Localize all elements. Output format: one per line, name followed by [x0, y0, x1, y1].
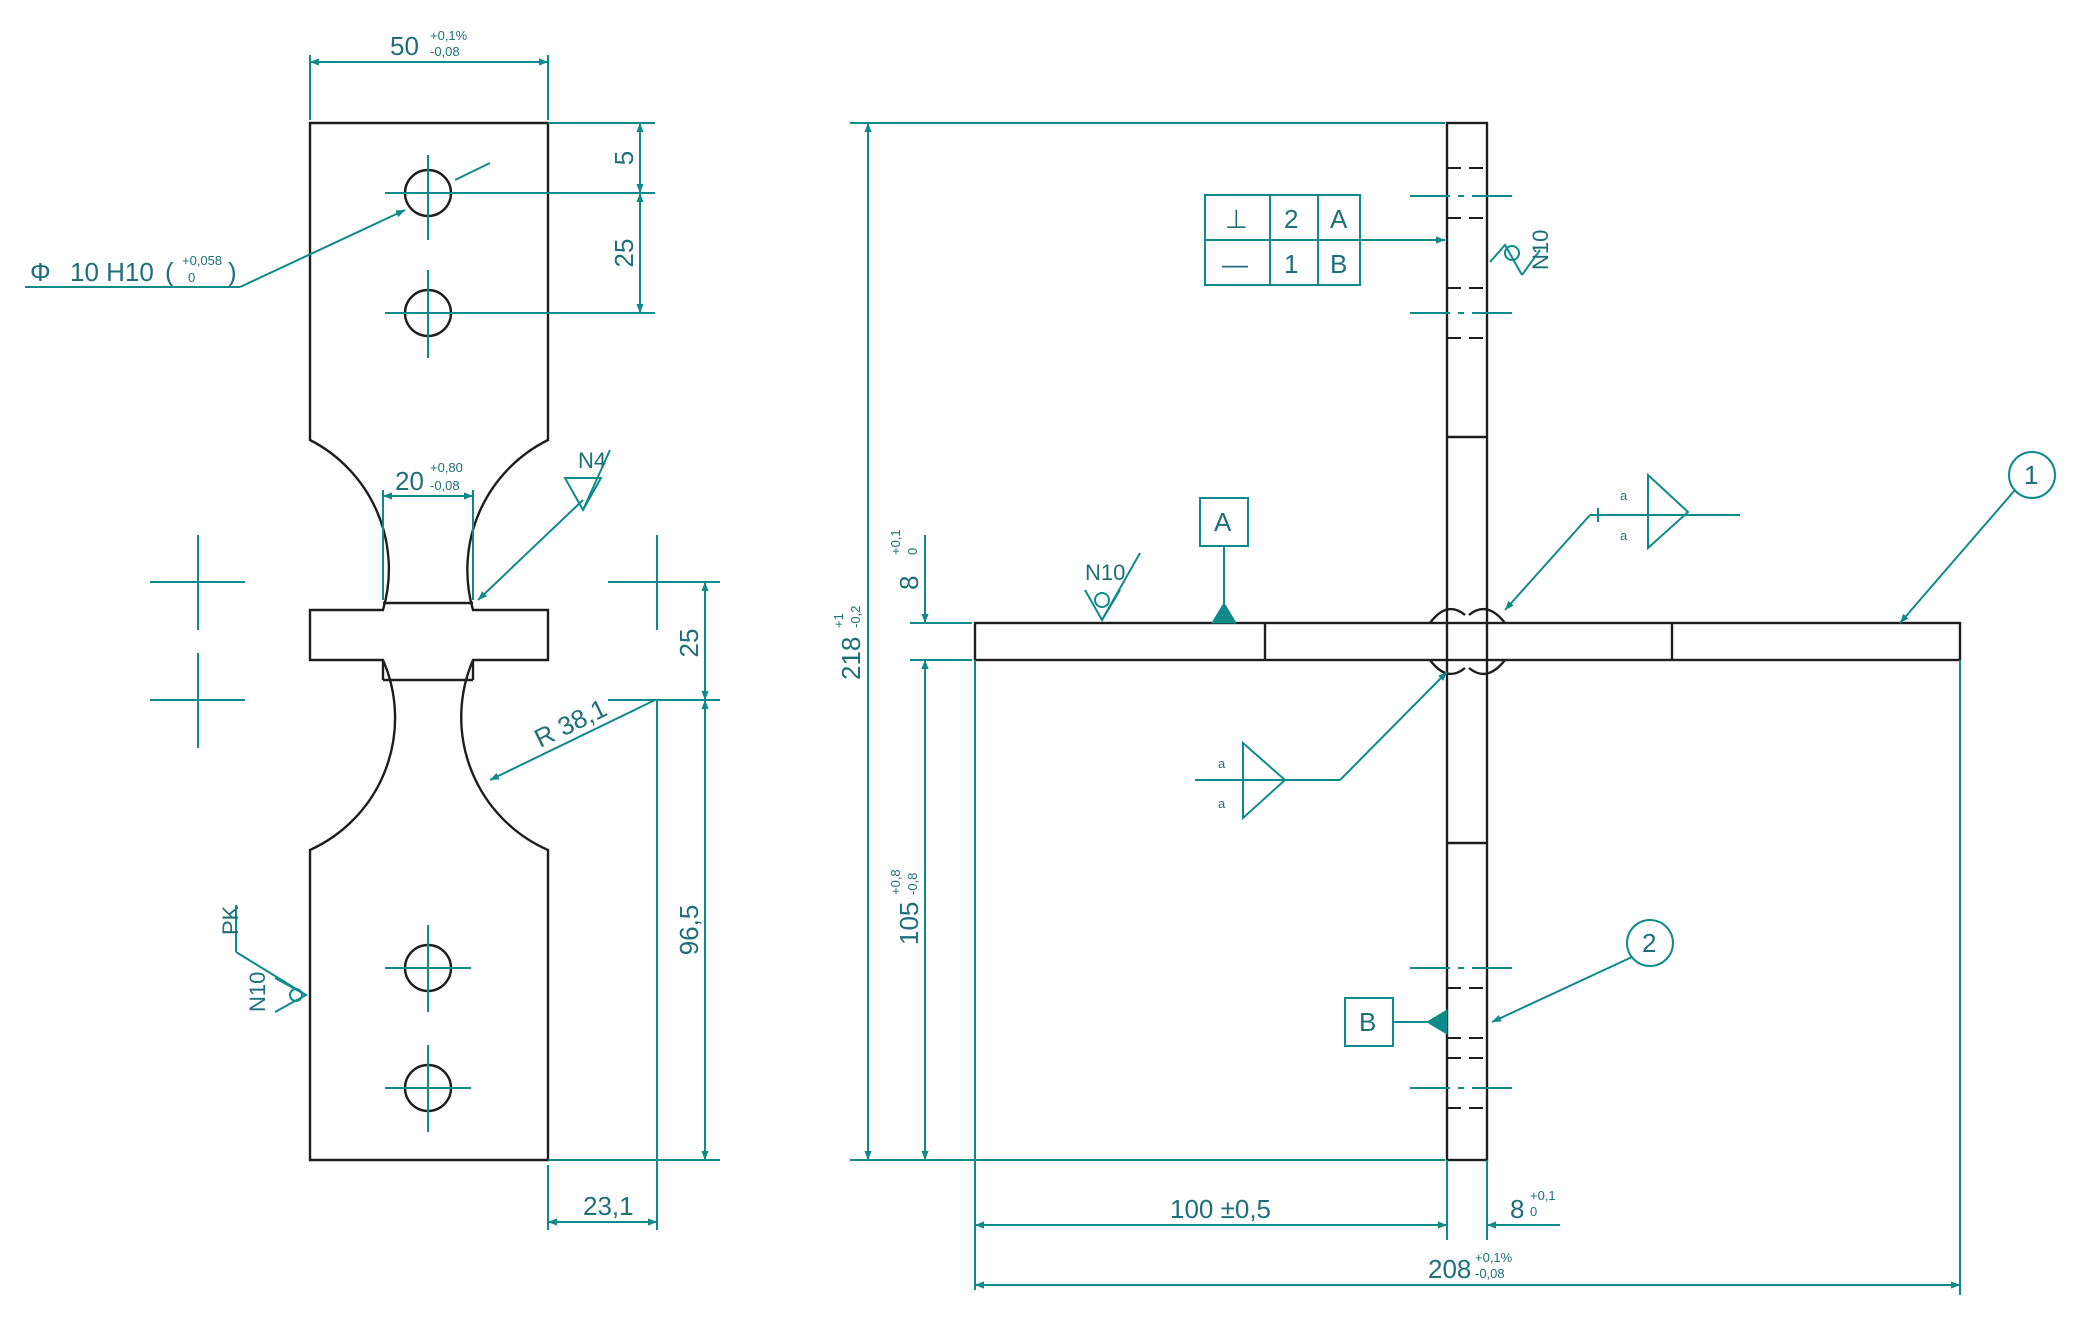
hole-callout: Φ 10 H10 ( +0,058 0 ) [25, 162, 491, 288]
lower-height-dimension: 105 +0,8 -0,8 [888, 660, 929, 1160]
web-center-lines [1410, 195, 1520, 1089]
svg-text:N10: N10 [1528, 230, 1553, 270]
surface-finish-n4: N4 [477, 448, 611, 601]
svg-text:96,5: 96,5 [674, 905, 704, 956]
svg-text:): ) [228, 257, 237, 287]
svg-text:100 ±0,5: 100 ±0,5 [1170, 1194, 1271, 1224]
balloon-1: 1 [1899, 451, 2056, 624]
svg-text:1: 1 [1284, 249, 1298, 279]
svg-text:a: a [1218, 756, 1226, 771]
svg-text:—: — [1222, 249, 1248, 279]
svg-text:0: 0 [188, 270, 195, 285]
right-view: 218 +1 -0,2 8 +0,1 0 105 +0,8 -0,8 [831, 121, 2056, 1295]
svg-text:N4: N4 [578, 448, 606, 473]
gap-dimension: 23,1 [547, 700, 658, 1230]
hole [385, 270, 471, 358]
svg-text:N10: N10 [1085, 560, 1125, 585]
svg-text:8: 8 [1510, 1194, 1524, 1224]
svg-text:2: 2 [1284, 204, 1298, 234]
svg-text:R 38,1: R 38,1 [529, 693, 611, 754]
svg-text:a: a [1218, 796, 1226, 811]
svg-text:A: A [1214, 507, 1232, 537]
svg-text:-0,2: -0,2 [848, 606, 863, 628]
flange-thickness-dimension: 8 +0,1 0 [888, 529, 972, 700]
svg-text:+0,1: +0,1 [1530, 1188, 1556, 1203]
left-view: 50 +0,1% -0,08 5 25 Φ 10 H10 ( +0,058 0 … [25, 28, 720, 1230]
svg-text:a: a [1620, 488, 1628, 503]
web-plate [1445, 121, 1489, 1162]
svg-text:105: 105 [894, 902, 924, 945]
svg-text:-0,08: -0,08 [430, 478, 460, 493]
svg-text:8: 8 [894, 576, 924, 590]
svg-text:-0,08: -0,08 [1475, 1266, 1505, 1281]
svg-text:B: B [1359, 1007, 1376, 1037]
web-thickness-dimension: 8 +0,1 0 [1487, 1188, 1560, 1229]
svg-text:+0,058: +0,058 [182, 253, 222, 268]
flange-height-dimension: 25 [608, 581, 720, 701]
datum-a: A [1199, 497, 1249, 624]
svg-text:⊥: ⊥ [1225, 204, 1248, 234]
svg-text:5: 5 [609, 151, 639, 165]
svg-text:-0,8: -0,8 [905, 873, 920, 895]
svg-text:A: A [1330, 204, 1348, 234]
surface-finish-side: PK N10 [218, 905, 309, 1013]
surface-finish-flange: N10 [1084, 552, 1141, 622]
svg-text:25: 25 [674, 629, 704, 658]
datum-b: B [1344, 997, 1448, 1047]
total-width-dimension: 208 +0,1% -0,08 [975, 660, 1961, 1295]
specimen-outline [308, 121, 550, 1162]
svg-text:+0,1%: +0,1% [430, 28, 468, 43]
weld-symbol-lower: a a [1195, 671, 1448, 821]
svg-text:PK: PK [218, 905, 243, 935]
height-dimension: 218 +1 -0,2 [831, 122, 1445, 1161]
svg-text:0: 0 [1530, 1204, 1537, 1219]
svg-text:+0,8: +0,8 [888, 869, 903, 895]
hole [385, 1045, 471, 1132]
svg-text:50: 50 [390, 31, 419, 61]
balloon-2: 2 [1491, 919, 1674, 1023]
surface-finish-web: N10 [1489, 230, 1553, 276]
svg-text:1: 1 [2024, 460, 2038, 490]
neck-width-dimension: 20 +0,80 -0,08 [382, 460, 474, 600]
svg-text:B: B [1330, 249, 1347, 279]
hidden-hole-lines [1447, 167, 1487, 1109]
svg-text:208: 208 [1428, 1254, 1471, 1284]
svg-text:23,1: 23,1 [583, 1191, 634, 1221]
weld-symbol-upper: a a [1504, 472, 1740, 611]
svg-text:0: 0 [905, 548, 920, 555]
svg-text:+1: +1 [831, 613, 846, 628]
svg-text:25: 25 [609, 239, 639, 268]
svg-text:+0,1%: +0,1% [1475, 1250, 1513, 1265]
svg-text:218: 218 [836, 637, 866, 680]
web-offset-dimension: 100 ±0,5 [974, 660, 1488, 1290]
svg-text:-0,08: -0,08 [430, 44, 460, 59]
svg-text:2: 2 [1642, 928, 1656, 958]
svg-text:10 H10: 10 H10 [70, 257, 154, 287]
hole [385, 155, 471, 240]
svg-text:+0,80: +0,80 [430, 460, 463, 475]
svg-text:20: 20 [395, 466, 424, 496]
svg-text:(: ( [165, 257, 174, 287]
flange-plate [973, 621, 1962, 662]
svg-text:Φ: Φ [30, 257, 51, 287]
width-dimension: 50 +0,1% -0,08 [309, 28, 549, 120]
feature-control-frame: ⊥ 2 A — 1 B [1204, 194, 1445, 286]
svg-text:N10: N10 [245, 972, 270, 1012]
hole [385, 925, 471, 1012]
weld-bead [1429, 607, 1506, 676]
hole-position-dimensions: 5 25 [470, 122, 655, 314]
svg-text:a: a [1620, 528, 1628, 543]
lower-length-dimension: 96,5 [548, 700, 720, 1161]
svg-text:+0,1: +0,1 [888, 529, 903, 555]
radius-callout: R 38,1 [489, 693, 656, 781]
